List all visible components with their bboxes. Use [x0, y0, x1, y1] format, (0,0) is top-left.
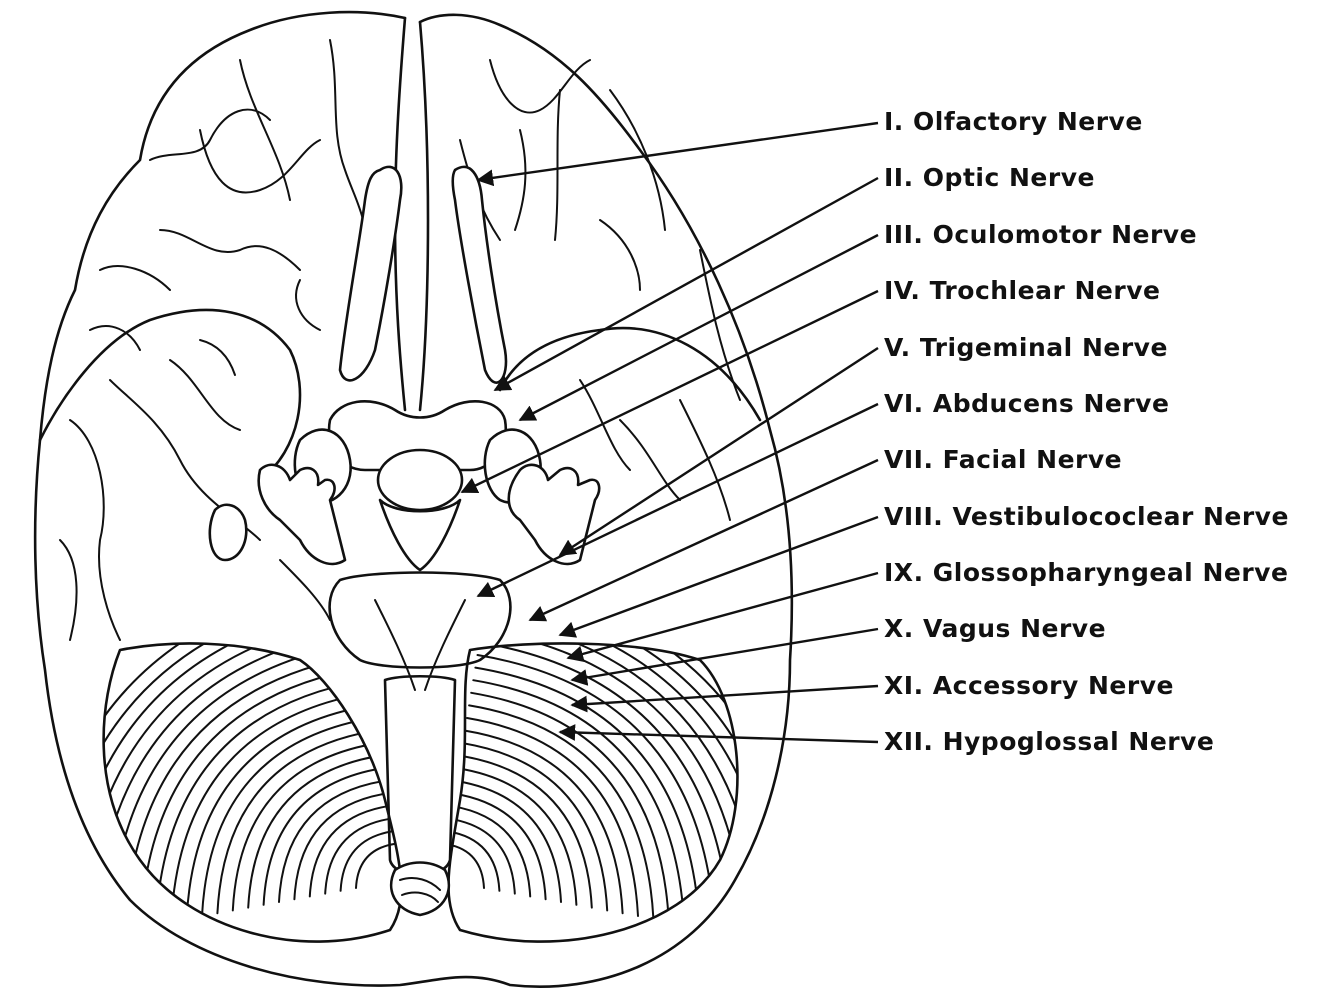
label-trigeminal-nerve: V. Trigeminal Nerve — [884, 333, 1168, 363]
label-vestibulocochlear-nerve: VIII. Vestibulococlear Nerve — [884, 502, 1289, 532]
leader-trigeminal — [560, 348, 878, 555]
olfactory-tracts — [340, 167, 506, 383]
label-abducens-nerve: VI. Abducens Nerve — [884, 389, 1169, 419]
cerebellar-folium — [125, 655, 363, 930]
leader-trochlear — [462, 291, 878, 492]
cerebellar-folium — [171, 693, 369, 922]
label-optic-nerve: II. Optic Nerve — [884, 163, 1095, 193]
label-vagus-nerve: X. Vagus Nerve — [884, 614, 1106, 644]
cerebellar-folium — [457, 781, 562, 902]
cerebellar-folium — [448, 831, 499, 890]
label-oculomotor-nerve: III. Oculomotor Nerve — [884, 220, 1197, 250]
cerebellar-folium — [341, 831, 392, 890]
label-facial-nerve: VII. Facial Nerve — [884, 445, 1122, 475]
leader-optic — [495, 178, 878, 390]
label-hypoglossal-nerve: XII. Hypoglossal Nerve — [884, 727, 1214, 757]
leader-vagus — [572, 629, 878, 680]
cerebellar-folium — [471, 693, 669, 922]
cerebellar-folium — [279, 781, 384, 902]
label-olfactory-nerve: I. Olfactory Nerve — [884, 107, 1143, 137]
cerebellar-folium — [473, 680, 684, 924]
cerebellar-folium — [461, 756, 592, 908]
leader-olfactory — [478, 123, 878, 180]
label-trochlear-nerve: IV. Trochlear Nerve — [884, 276, 1160, 306]
cerebellar-folium — [467, 718, 638, 916]
label-accessory-nerve: XI. Accessory Nerve — [884, 671, 1174, 701]
cerebellar-folium — [156, 680, 367, 924]
cerebellar-folium — [482, 630, 746, 936]
cerebellar-folium — [248, 756, 379, 908]
cerebellar-folium — [478, 655, 716, 930]
cerebellar-folium — [202, 718, 373, 916]
label-glossopharyngeal-nerve: IX. Glossopharyngeal Nerve — [884, 558, 1288, 588]
optic-chiasm — [329, 401, 506, 570]
cerebellar-folium — [356, 844, 394, 888]
longitudinal-fissure — [395, 18, 428, 410]
leader-oculomotor — [520, 235, 878, 420]
